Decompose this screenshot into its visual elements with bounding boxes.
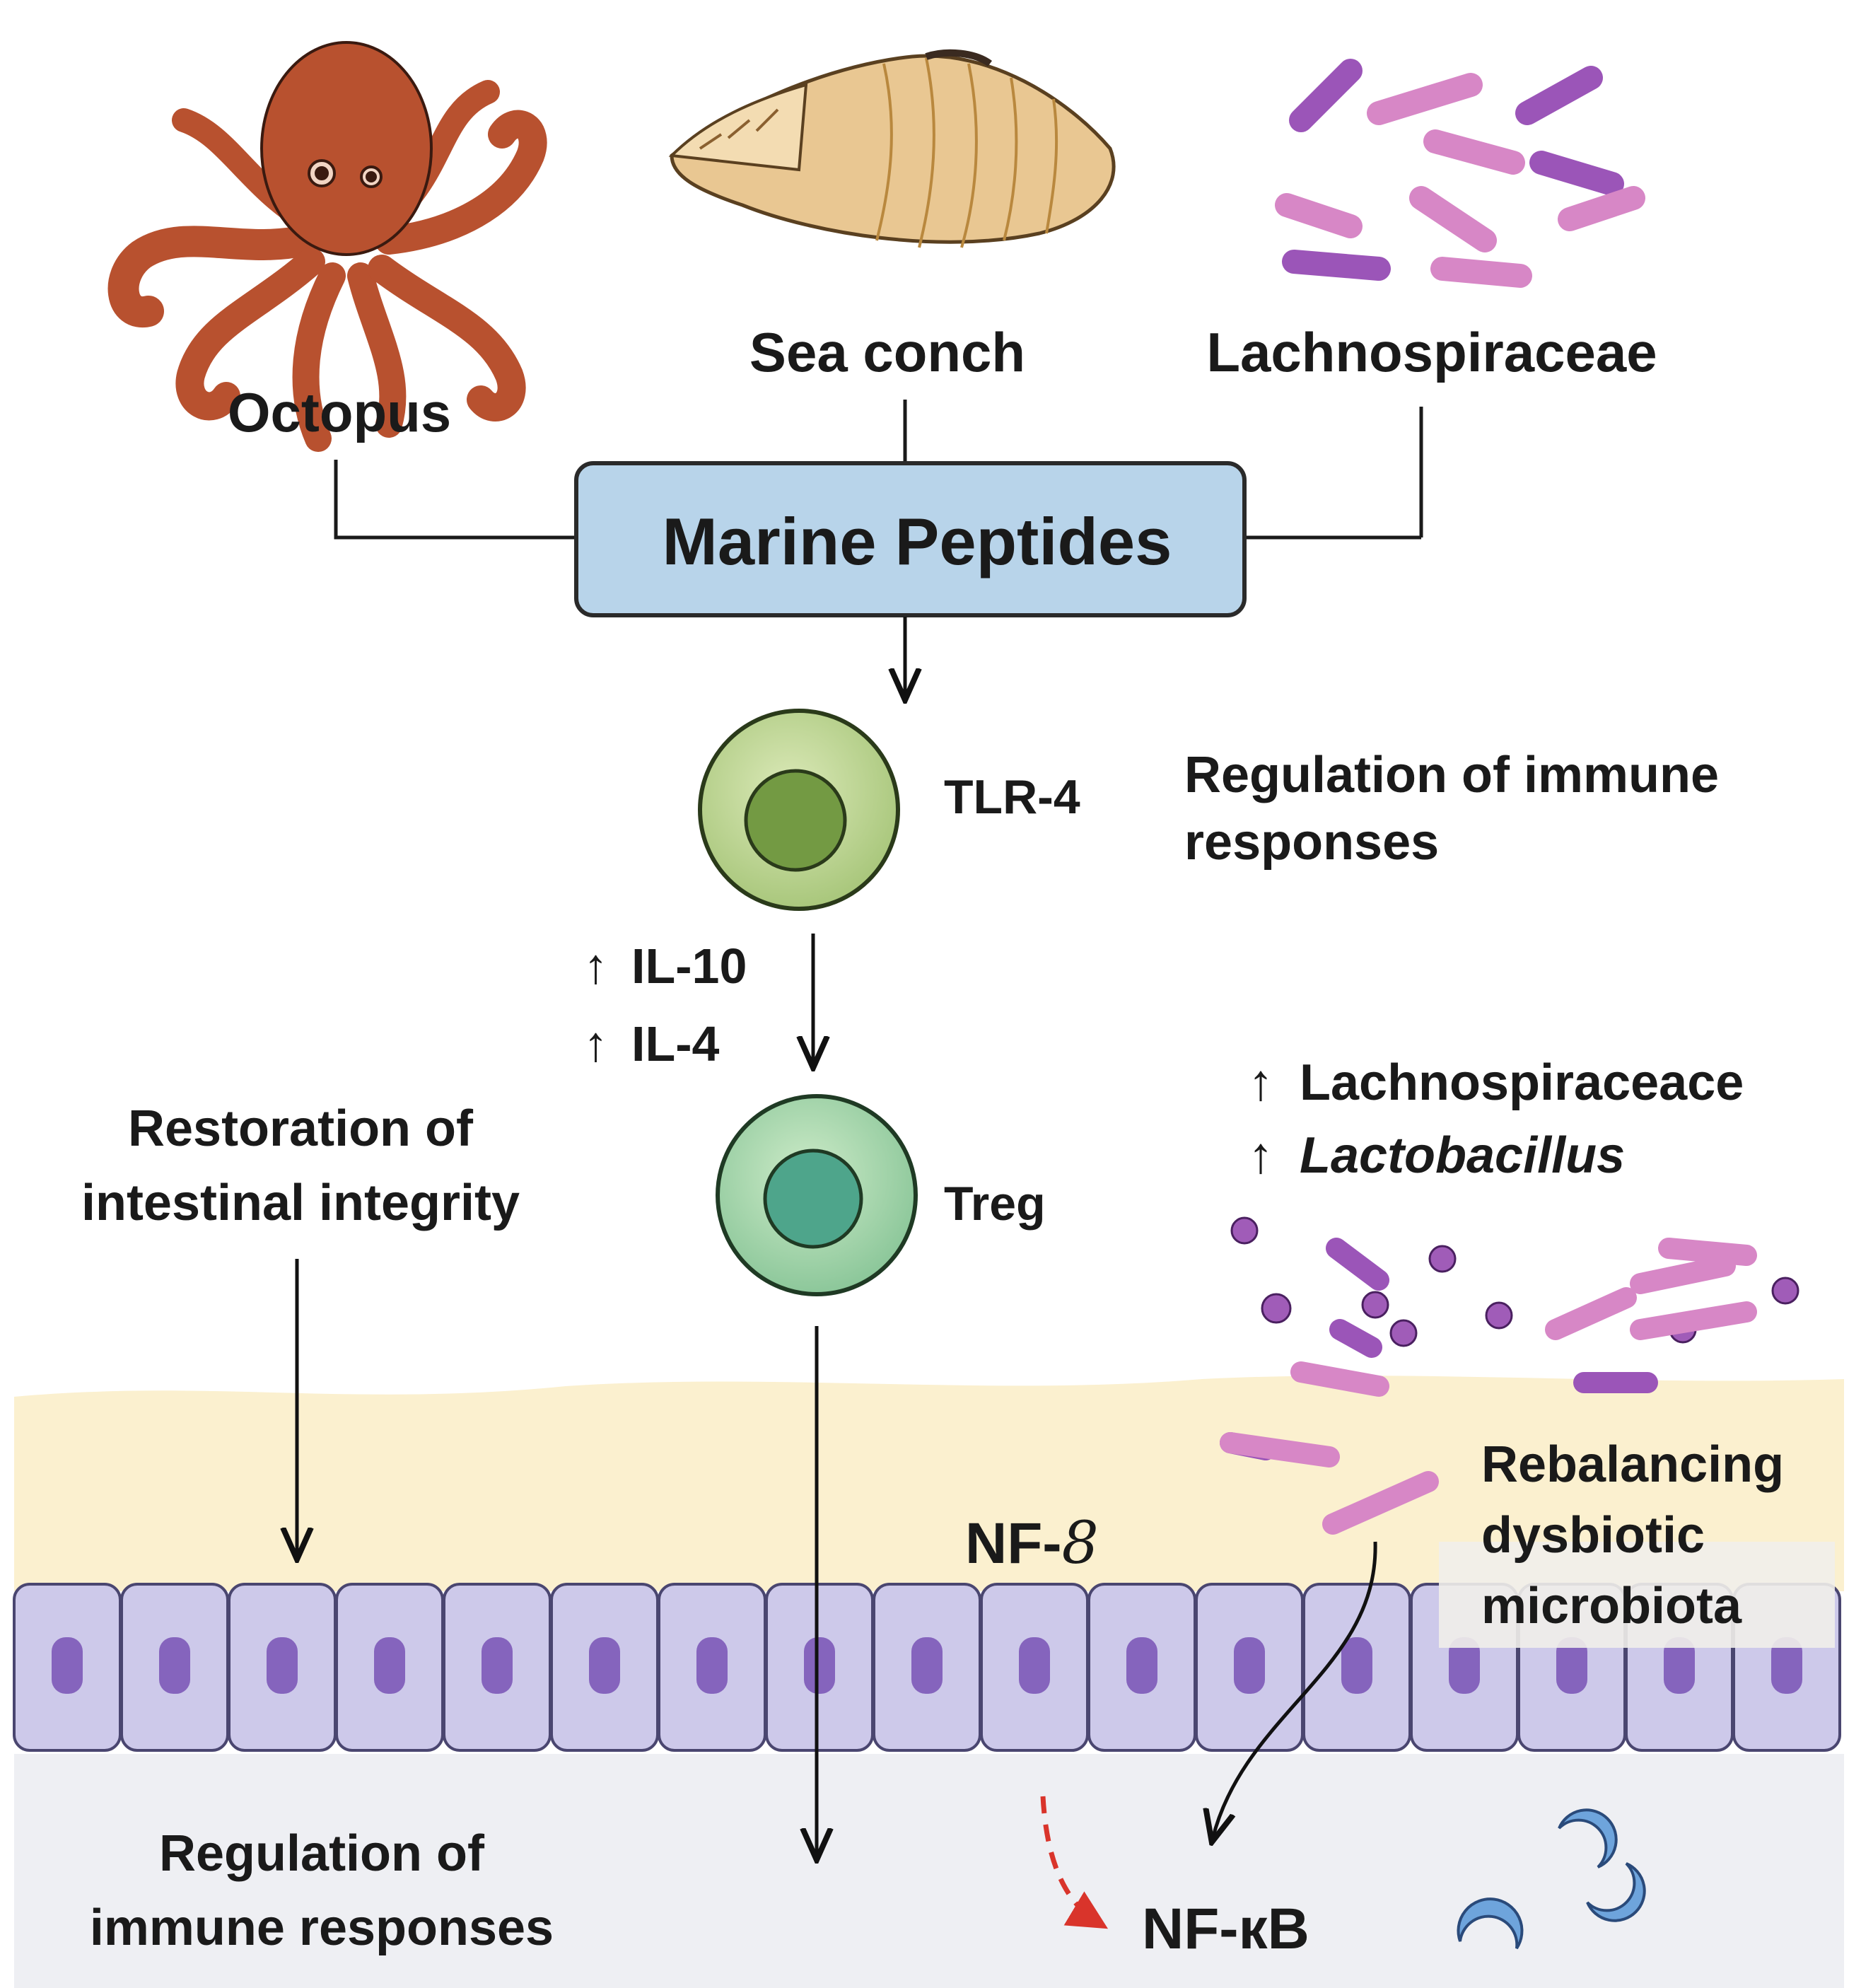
nf-kb-label: NF-кB [1142,1897,1309,1961]
cell-nucleus [1126,1637,1157,1694]
tissue-section [13,1376,1844,1988]
sea-conch-label: Sea conch [749,321,1025,383]
cell-nucleus [482,1637,513,1694]
rebalancing-line1: Rebalancing [1481,1436,1784,1493]
bottom-regulation-line2: immune responses [90,1900,554,1956]
lumen-area [14,1754,1844,1988]
epithelial-cell-row [13,1583,1841,1752]
cell-nucleus [1771,1637,1802,1694]
cell-nucleus [1449,1637,1480,1694]
il4-up-arrow: ↑ [583,1016,608,1071]
cell-nucleus [159,1637,190,1694]
cell-nucleus [911,1637,943,1694]
nf-8-label: NF-8 [965,1510,1099,1577]
marine-peptides-box [574,461,1247,617]
cell-nucleus [374,1637,405,1694]
lachnospiraceae-label: Lachnospiraceae [1206,321,1657,383]
restoration-line1: Restoration of [128,1100,474,1157]
arrow-microbiota-to-nfkb [1213,1541,1377,1839]
nf-8-prefix: NF- [965,1511,1062,1576]
il10-label: IL-10 [631,938,747,994]
sea-conch-icon [668,49,1116,248]
cell-nucleus [1019,1637,1050,1694]
octopus-icon [107,41,547,452]
marine-peptides-label: Marine Peptides [663,504,1172,579]
lachno-up-label: Lachnospiraceace [1300,1054,1744,1111]
il4-label: IL-4 [631,1016,720,1071]
immune-regulation-line1: Regulation of immune [1184,747,1719,803]
tlr4-cell [698,709,900,911]
lacto-up-arrow: ↑ [1248,1127,1273,1184]
cell-nucleus [52,1637,83,1694]
cell-nucleus [1234,1637,1265,1694]
rebalancing-label-backdrop [1439,1542,1835,1648]
cell-nucleus [696,1637,728,1694]
treg-cell [716,1094,918,1296]
source-connectors [334,400,1423,540]
lacto-up-label: Lactobacillus [1300,1127,1625,1184]
cell-nucleus [804,1637,835,1694]
cell-nucleus [1556,1637,1587,1694]
lachno-up-arrow: ↑ [1248,1054,1273,1111]
cell-nucleus [1341,1637,1372,1694]
cell-nucleus [267,1637,298,1694]
tlr4-label: TLR-4 [944,770,1080,824]
immune-regulation-line2: responses [1184,814,1439,871]
gut-microbiota-cluster [1220,1216,1799,1535]
bottom-regulation-line1: Regulation of [159,1825,485,1882]
restoration-line2: intestinal integrity [81,1175,520,1231]
lachnospiraceae-bacteria-icon [1275,59,1645,288]
rebalancing-line3: microbiota [1481,1578,1742,1634]
nf-8-symbol: 8 [1062,1510,1099,1577]
treg-label: Treg [944,1177,1046,1231]
il10-up-arrow: ↑ [583,938,608,994]
octopus-label: Octopus [228,381,451,443]
dashed-inhibition-arrow [1040,1796,1109,1929]
rebalancing-line2: dysbiotic [1481,1507,1705,1564]
mucus-layer [14,1376,1844,1591]
cell-nucleus [589,1637,620,1694]
macrophage-icons [1457,1808,1646,1950]
cell-nucleus [1664,1637,1695,1694]
